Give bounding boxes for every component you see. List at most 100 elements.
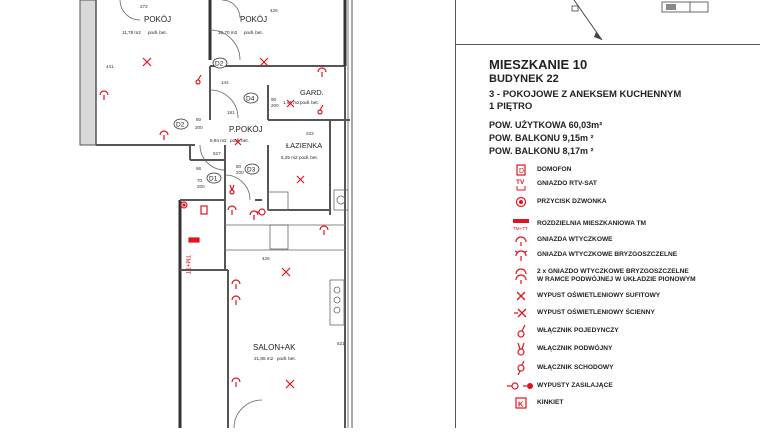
apartment-title: MIESZKANIE 10 <box>489 57 588 72</box>
room-floor: podł. bet. <box>148 30 167 35</box>
domofon-icon: D <box>505 163 537 177</box>
legend-label-line1: 2 x GNIAZDO WTYCZKOWE BRYZGOSZCZELNE <box>537 268 689 275</box>
ceiling-light-icon <box>142 57 152 67</box>
room-name: GARD. <box>300 88 324 97</box>
walls <box>79 0 353 428</box>
double-switch-icon <box>229 184 235 195</box>
ceiling-light-icon <box>281 267 291 277</box>
legend-label: 2 x GNIAZDO WTYCZKOWE BRYZGOSZCZELNE W R… <box>537 268 696 284</box>
legend-label: WŁĄCZNIK POJEDYNCZY <box>537 327 619 334</box>
distribution-board-code: TM+TT <box>513 226 528 231</box>
door-tag: D1 <box>209 176 218 183</box>
doorbell-button-icon <box>180 201 188 209</box>
socket-icon <box>317 67 327 77</box>
door-tag: D4 <box>246 96 255 103</box>
floor-plan: POKÓJ 11,78 m2 podł. bet. POKÓJ 10,70 m2… <box>79 0 353 429</box>
socket-icon <box>227 205 237 215</box>
single-switch-icon <box>317 104 324 115</box>
ceiling-light-icon <box>259 57 269 67</box>
floor-plan-drawing: POKÓJ 11,78 m2 podł. bet. POKÓJ 10,70 m2… <box>79 0 353 429</box>
dimension: 426 <box>262 256 270 261</box>
socket-icon <box>231 279 241 289</box>
staircase-switch-icon <box>505 361 537 375</box>
legend-label: WŁĄCZNIK SCHODOWY <box>537 364 614 371</box>
legend-item: WYPUST OŚWIETLENIOWY SUFITOWY <box>505 289 755 303</box>
legend-item: K KINKIET <box>505 396 755 410</box>
room-name: ŁAZIENKA <box>286 141 322 150</box>
burner <box>333 286 341 294</box>
dimensions: 272 426 441 181 144 80 200 90 200 233 80… <box>106 4 345 346</box>
legend-item: WŁĄCZNIK POJEDYNCZY <box>505 324 755 338</box>
sconce-code: K <box>518 400 524 409</box>
dimension: 70 <box>197 178 203 183</box>
legend-item: GNIAZDA WTYCZKOWE BRYZGOSZCZELNE <box>505 248 755 262</box>
room-floor: podł. bet. <box>299 155 318 160</box>
floor-label: 1 PIĘTRO <box>489 101 533 112</box>
svg-text:D: D <box>519 168 524 175</box>
door-tag: D3 <box>247 167 256 174</box>
ceiling-light-icon <box>296 175 305 184</box>
room-name: POKÓJ <box>240 15 267 24</box>
dimension: 90 <box>271 97 277 102</box>
north-arrow-icon <box>571 0 603 41</box>
legend-label: ROZDZIELNIA MIESZKANIOWA TM <box>537 220 647 227</box>
dimension: 272 <box>140 4 148 9</box>
legend-label: KINKIET <box>537 399 564 406</box>
room-area: 21,85 m2 <box>254 356 274 361</box>
dimension: 200 <box>195 125 203 130</box>
ceiling-light-icon <box>286 99 295 108</box>
socket-icon <box>159 130 169 140</box>
door-swing <box>233 399 263 429</box>
door-swing <box>119 0 141 21</box>
washbasin <box>333 189 349 211</box>
electrical-symbols <box>99 57 329 389</box>
room-floor: podł. bet. <box>300 100 319 105</box>
balcony-area-2: POW. BALKONU 8,17m ² <box>489 146 594 156</box>
socket-icon <box>231 377 241 387</box>
single-switch-icon <box>195 74 202 85</box>
dimension: 233 <box>306 131 314 136</box>
balcony-area-1: POW. BALKONU 9,15m ² <box>489 133 594 143</box>
dimension: 426 <box>270 8 278 13</box>
splashproof-socket-icon <box>505 248 537 262</box>
door-swing <box>224 174 251 201</box>
legend-item: WYPUST OŚWIETLENIOWY ŚCIENNY <box>505 306 755 320</box>
dimension: 200 <box>197 184 205 189</box>
apartment-type: 3 - POKOJOWE Z ANEKSEM KUCHENNYM <box>489 89 682 100</box>
legend-item: WYPUSTY ZASILAJĄCE <box>505 379 755 393</box>
legend-item: WŁĄCZNIK PODWÓJNY <box>505 342 755 356</box>
legend-label: PRZYCISK DZWONKA <box>537 198 607 205</box>
usable-area: POW. UŻYTKOWA 60,03m² <box>489 120 603 130</box>
room-area: 10,70 m2 <box>218 30 238 35</box>
dimension: 80 <box>236 164 242 169</box>
doorbell-button-icon <box>505 195 537 209</box>
distribution-board-label: TM+TT <box>184 255 190 275</box>
dimension: 80 <box>196 117 202 122</box>
dimension: 200 <box>271 103 279 108</box>
double-splashproof-socket-icon <box>505 266 537 286</box>
legend-item: GNIAZDA WTYCZKOWE <box>505 233 755 247</box>
socket-icon <box>505 233 537 247</box>
counter <box>329 279 345 326</box>
dimension: 181 <box>227 110 235 115</box>
panel-top-divider <box>455 44 760 45</box>
legend-item: TM+TT ROZDZIELNIA MIESZKANIOWA TM <box>505 217 755 231</box>
room-floor: podł. bet. <box>277 356 296 361</box>
burner <box>333 306 341 314</box>
wall-west-upper <box>79 0 97 146</box>
toilet <box>267 191 289 211</box>
door-swing <box>221 0 241 19</box>
dimension: 96 <box>196 166 202 171</box>
dimension: 441 <box>106 64 114 69</box>
svg-text:TV: TV <box>516 179 525 186</box>
double-switch-icon <box>505 342 537 356</box>
tv-socket-icon: TV <box>505 177 537 191</box>
door-swing <box>199 144 226 171</box>
building-label: BUDYNEK 22 <box>489 73 559 85</box>
ceiling-light-icon <box>234 138 242 146</box>
legend-label: GNIAZDO RTV-SAT <box>537 180 597 187</box>
fridge <box>269 224 289 250</box>
dimension: 621 <box>337 341 345 346</box>
socket-icon <box>99 90 109 100</box>
legend-label: GNIAZDA WTYCZKOWE BRYZGOSZCZELNE <box>537 251 678 258</box>
